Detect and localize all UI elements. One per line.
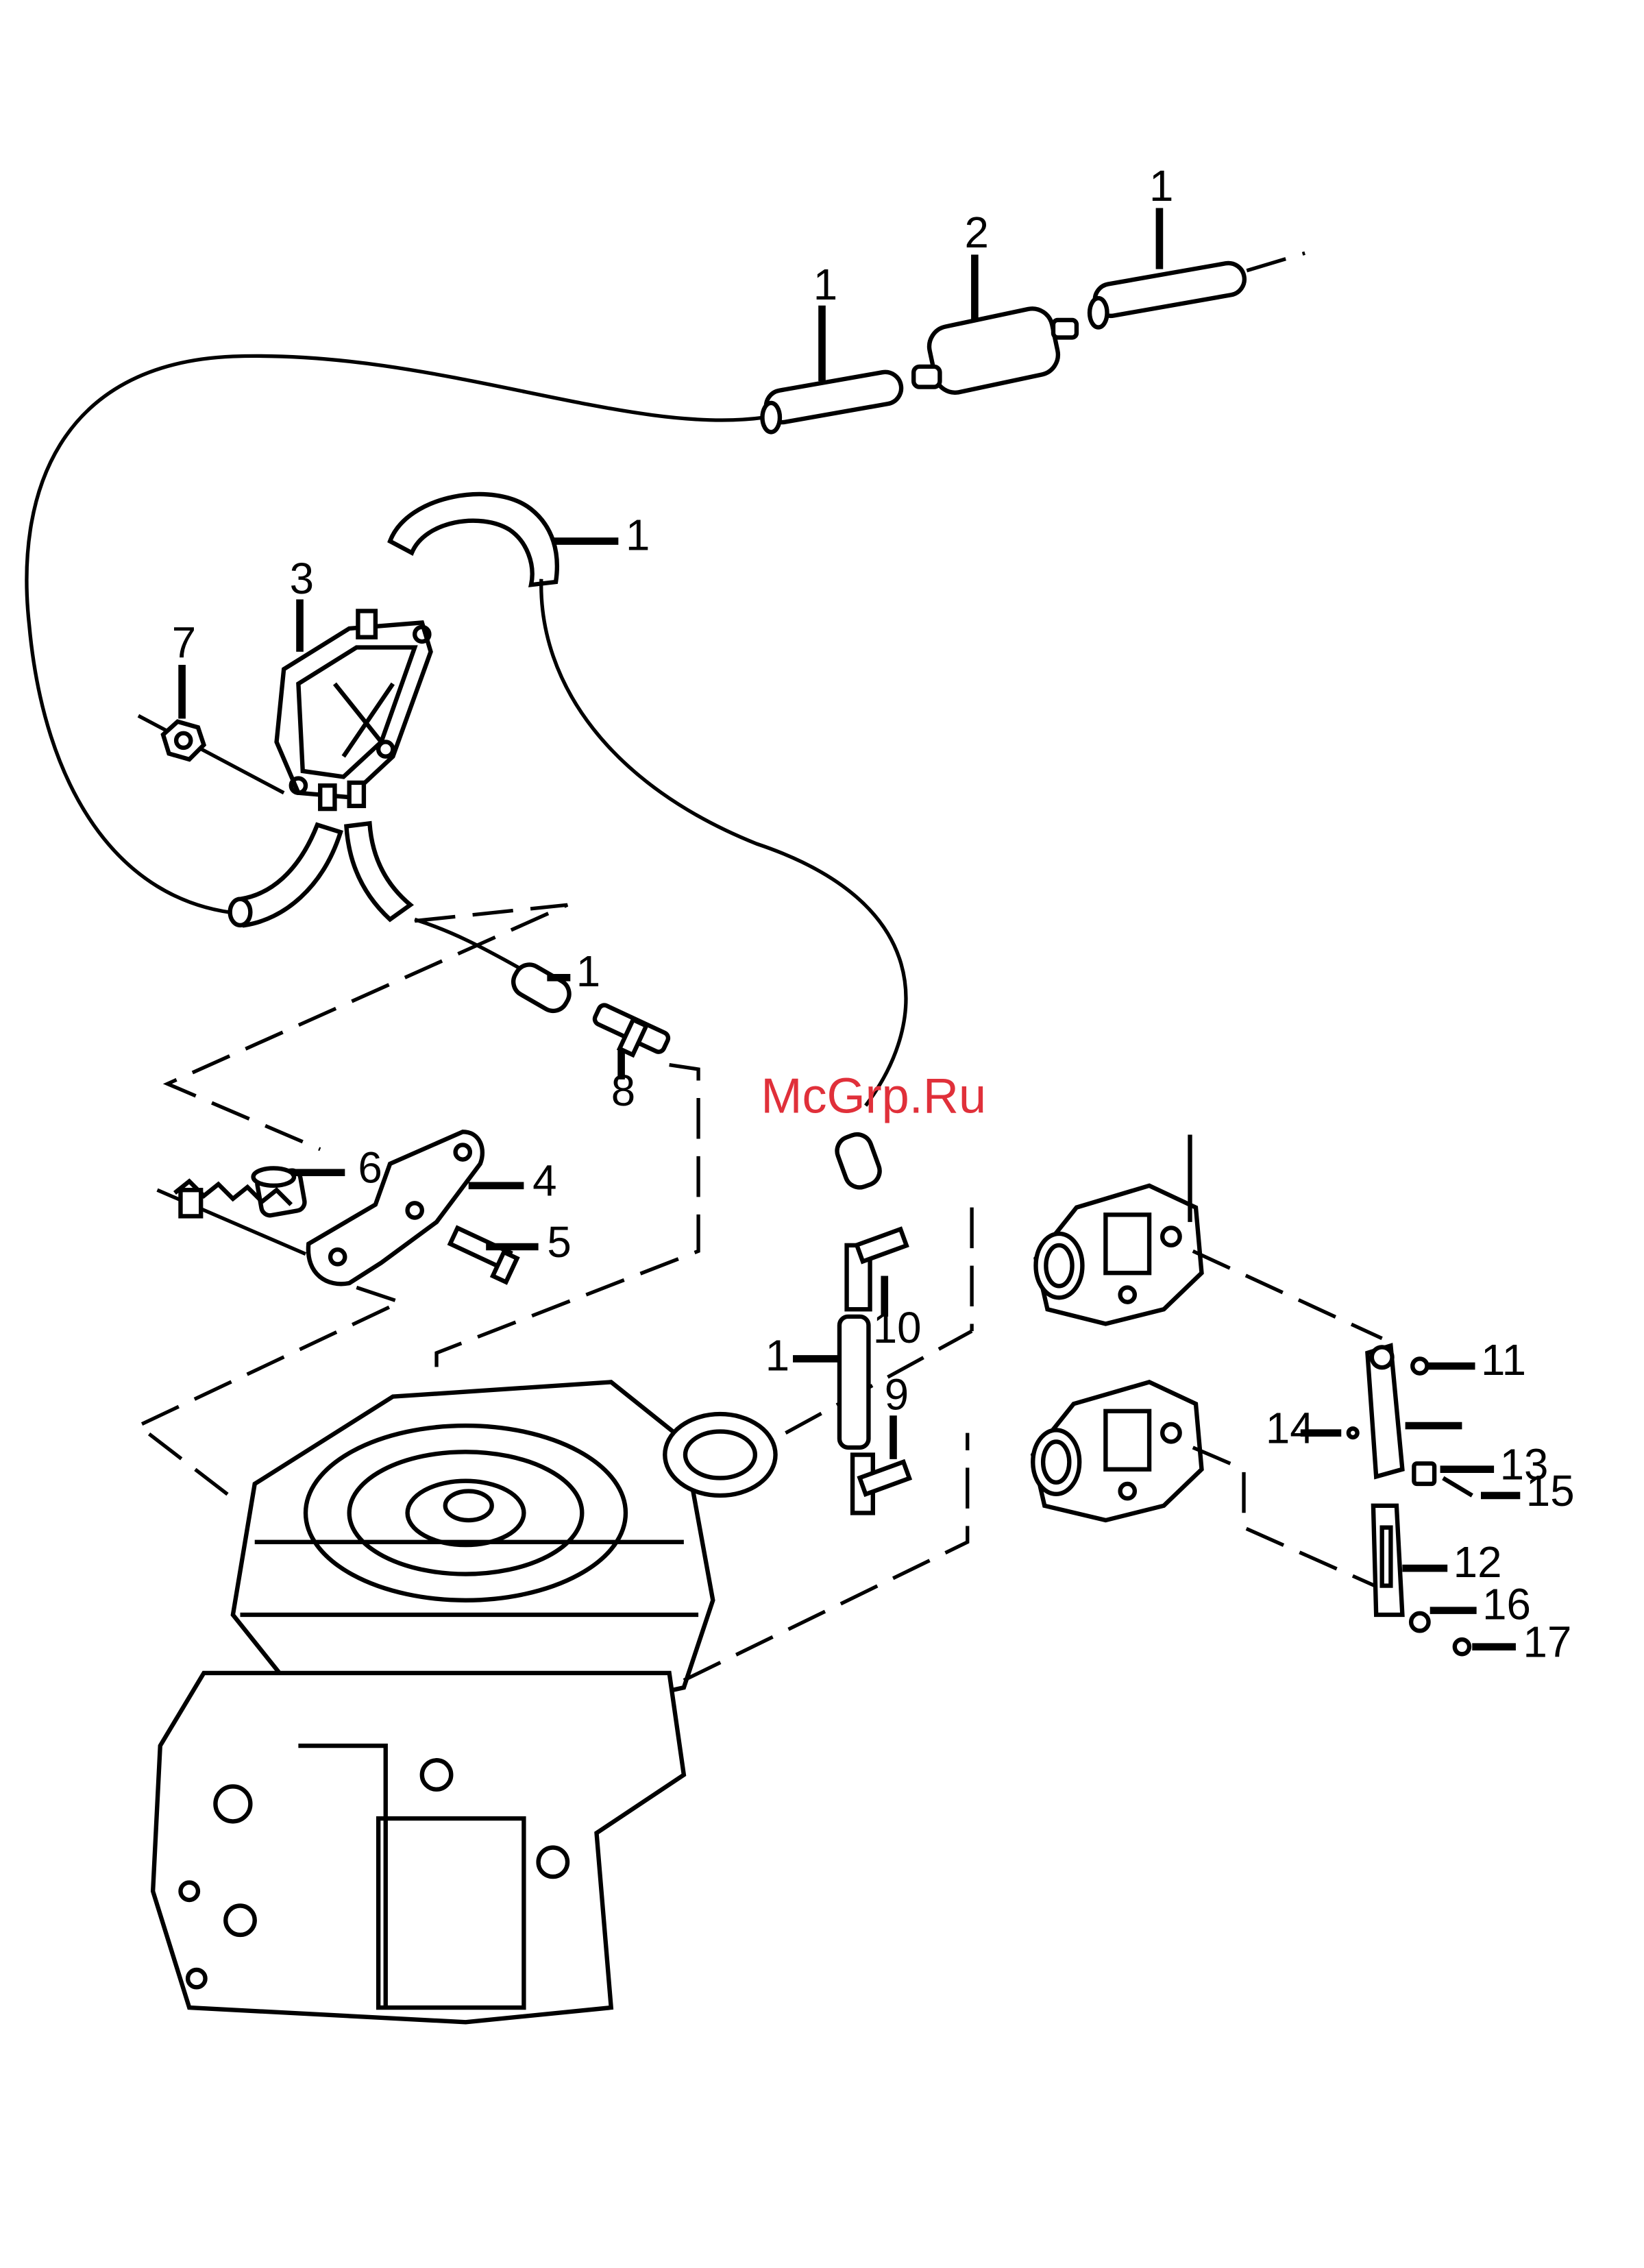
callout-14-washer: 14 — [1266, 1404, 1314, 1453]
hose-1-carb — [833, 1130, 884, 1191]
callout-1-hose-right: 1 — [1149, 162, 1173, 210]
fitting-8 — [593, 1003, 670, 1055]
hose-1-left — [762, 369, 903, 432]
carburetor-upper — [1036, 1135, 1202, 1324]
pump-hose-left-end — [230, 899, 251, 925]
dash-guide-a — [167, 905, 567, 1149]
callout-10-tee: 10 — [873, 1304, 922, 1352]
callout-1-hose-vertical: 1 — [765, 1331, 789, 1380]
hose-1-vertical — [839, 1317, 868, 1448]
pump-hose-right — [346, 823, 410, 919]
callout-8-fitting: 8 — [611, 1066, 635, 1115]
hose-1-right — [1090, 260, 1247, 327]
pump-hose-left — [240, 825, 340, 925]
hose-1-short — [508, 960, 574, 1016]
carburetor-lower — [1033, 1382, 1201, 1520]
dash-guide-g — [1193, 1251, 1382, 1338]
watermark: McGrp.Ru — [761, 1069, 986, 1124]
pin-15 — [1443, 1478, 1472, 1495]
clip-17 — [1455, 1639, 1469, 1654]
callout-1-hose-curved: 1 — [626, 511, 650, 559]
clip-11 — [1412, 1358, 1427, 1373]
hose-1-curved — [390, 494, 557, 585]
callout-5-bolt: 5 — [547, 1218, 571, 1267]
callout-9-tee: 9 — [885, 1371, 909, 1419]
pump-stud-line — [138, 716, 284, 792]
callout-3-pump: 3 — [290, 554, 314, 603]
callout-1-hose-short: 1 — [576, 947, 600, 996]
fuel-line-to-carb — [541, 579, 906, 1106]
fuel-filter — [913, 305, 1077, 396]
callout-1-hose-left: 1 — [813, 260, 837, 309]
dash-guide-h — [1193, 1448, 1375, 1586]
link-arm-12 — [1373, 1506, 1402, 1615]
callout-12-link: 12 — [1453, 1538, 1502, 1587]
callout-17-clip: 17 — [1523, 1618, 1572, 1667]
callout-4-bracket: 4 — [532, 1157, 556, 1206]
washer-14 — [1349, 1428, 1358, 1437]
callout-7-nut: 7 — [172, 618, 196, 667]
bolt-5 — [450, 1228, 517, 1282]
engine-block — [153, 1382, 775, 2022]
callout-11-clip: 11 — [1481, 1336, 1526, 1385]
callout-6-spacer: 6 — [358, 1144, 382, 1193]
link-arm-upper — [1367, 1345, 1402, 1476]
filter-outlet-line — [1247, 253, 1305, 270]
washer-16 — [1411, 1613, 1428, 1631]
callout-2-filter: 2 — [965, 208, 989, 257]
tee-fitting-10 — [847, 1229, 907, 1309]
tee-fitting-9 — [852, 1455, 909, 1513]
callout-15-pin: 15 — [1526, 1467, 1575, 1515]
nut-7 — [163, 722, 204, 759]
clip-13 — [1414, 1463, 1434, 1484]
